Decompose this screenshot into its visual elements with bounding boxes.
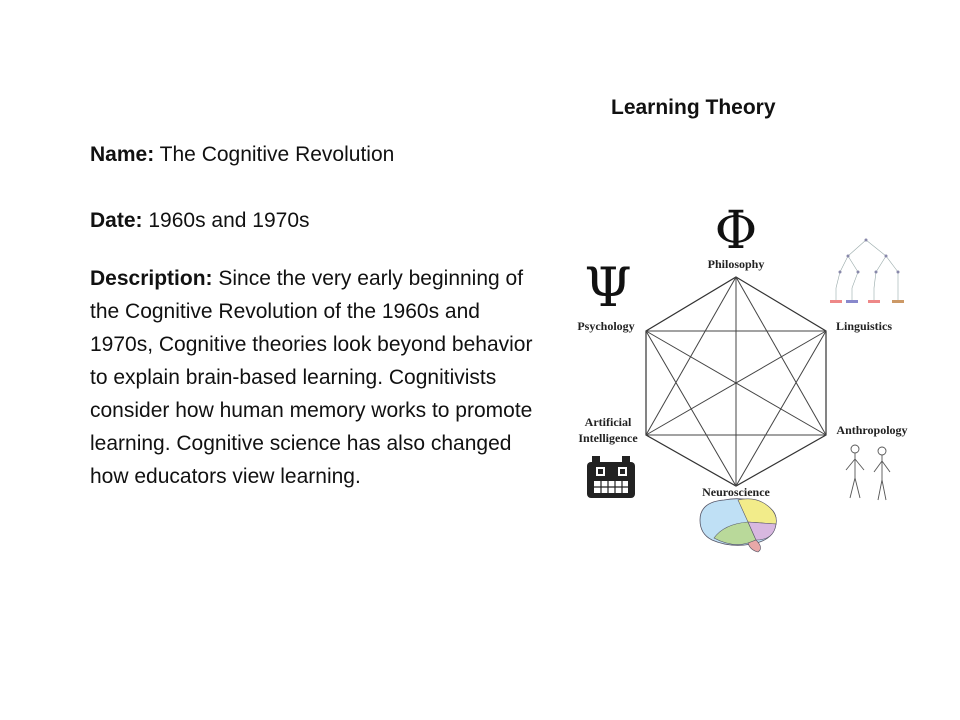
node-psychology: Psychology — [577, 319, 634, 333]
psi-icon: Ψ — [584, 256, 631, 319]
node-neuroscience: Neuroscience — [702, 485, 770, 499]
date-field: Date: 1960s and 1970s — [90, 204, 540, 237]
node-ai-line1: Artificial — [585, 415, 632, 429]
date-value: 1960s and 1970s — [148, 209, 310, 232]
name-label: Name: — [90, 143, 155, 166]
phi-icon: Φ — [715, 201, 758, 261]
brain-icon — [699, 498, 777, 553]
node-ai-line2: Intelligence — [578, 431, 638, 445]
date-label: Date: — [90, 209, 143, 232]
robot-face-icon — [587, 456, 635, 498]
name-value: The Cognitive Revolution — [159, 143, 395, 166]
syntax-tree-icon — [830, 238, 904, 303]
cognitive-science-hexagon-diagram: Φ Philosophy Ψ Psychology Linguistics An… — [577, 201, 908, 553]
description-field: Description: Since the very early beginn… — [90, 262, 535, 493]
name-field: Name: The Cognitive Revolution — [90, 138, 540, 171]
node-anthropology: Anthropology — [836, 423, 907, 437]
description-value: Since the very early beginning of the Co… — [90, 267, 533, 488]
node-linguistics: Linguistics — [836, 319, 892, 333]
node-philosophy: Philosophy — [708, 257, 765, 271]
slide-title: Learning Theory — [611, 96, 776, 119]
hexagon-diagonals — [645, 276, 827, 487]
description-label: Description: — [90, 267, 213, 290]
human-figures-icon — [845, 444, 891, 501]
